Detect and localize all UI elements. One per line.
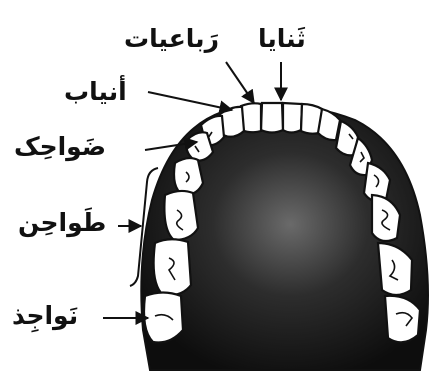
- label-molars: طَواحِن: [18, 210, 106, 235]
- label-incisors-lateral: رَباعیات: [124, 26, 219, 51]
- tooth-front-2: [283, 103, 302, 133]
- tooth-front-1: [261, 103, 283, 133]
- label-incisors-central: ثَنایا: [258, 26, 306, 51]
- tooth-wisdom-left: [144, 293, 183, 343]
- incisor-teeth: [241, 103, 322, 134]
- arrow-incisors-lateral: [226, 62, 254, 103]
- label-premolars: ضَواحِک: [14, 134, 106, 159]
- arrow-canines: [148, 92, 232, 110]
- label-wisdom: نَواجِذ: [12, 303, 78, 328]
- label-canines: أنیاب: [64, 79, 127, 104]
